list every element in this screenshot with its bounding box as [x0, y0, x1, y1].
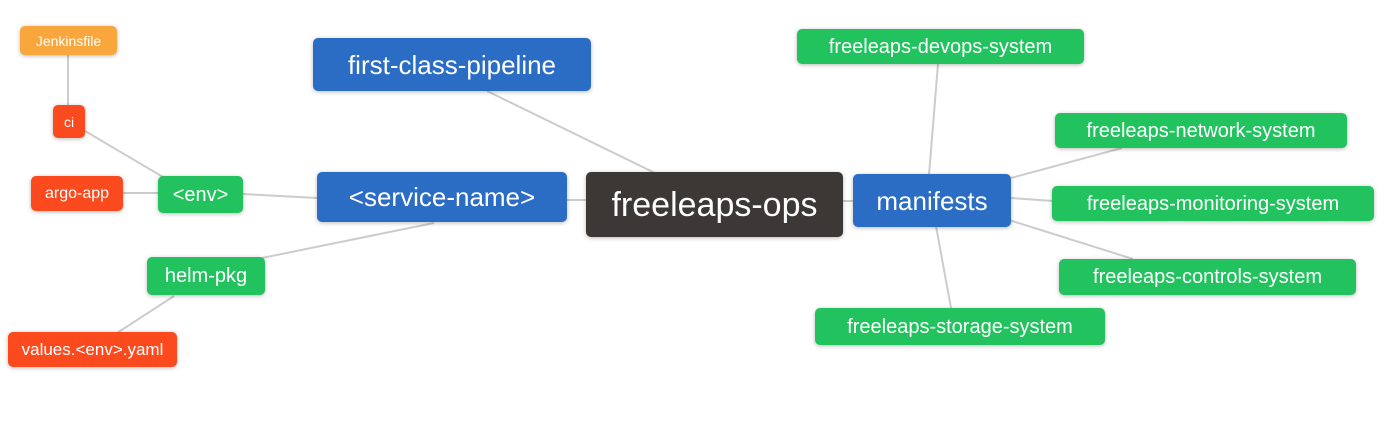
- edge-values-helm-pkg: [116, 295, 175, 334]
- edge-manifests-monitoring-system: [1010, 197, 1054, 202]
- edge-helm-pkg-service-name: [261, 222, 435, 259]
- node-freeleaps-controls-system[interactable]: freeleaps-controls-system: [1059, 259, 1356, 295]
- node-freeleaps-devops-system[interactable]: freeleaps-devops-system: [797, 29, 1084, 64]
- edge-manifests-controls-system: [1008, 219, 1134, 260]
- node-freeleaps-storage-system[interactable]: freeleaps-storage-system: [815, 308, 1105, 345]
- node-freeleaps-network-system[interactable]: freeleaps-network-system: [1055, 113, 1347, 148]
- node-ci[interactable]: ci: [53, 105, 85, 138]
- node-env[interactable]: <env>: [158, 176, 243, 213]
- node-freeleaps-ops[interactable]: freeleaps-ops: [586, 172, 843, 237]
- edge-manifests-storage-system: [935, 225, 952, 309]
- edge-pipeline-freeleaps-ops: [486, 90, 656, 174]
- node-first-class-pipeline[interactable]: first-class-pipeline: [313, 38, 591, 91]
- node-manifests[interactable]: manifests: [853, 174, 1011, 227]
- edge-manifests-network-system: [1010, 147, 1123, 179]
- edge-manifests-devops-system: [928, 63, 939, 176]
- node-freeleaps-monitoring-system[interactable]: freeleaps-monitoring-system: [1052, 186, 1374, 221]
- edge-env-service-name: [242, 193, 318, 199]
- node-helm-pkg[interactable]: helm-pkg: [147, 257, 265, 295]
- edge-ci-env: [84, 130, 164, 178]
- node-service-name[interactable]: <service-name>: [317, 172, 567, 222]
- node-values-env-yaml[interactable]: values.<env>.yaml: [8, 332, 177, 367]
- node-argo-app[interactable]: argo-app: [31, 176, 123, 211]
- node-jenkinsfile[interactable]: Jenkinsfile: [20, 26, 117, 55]
